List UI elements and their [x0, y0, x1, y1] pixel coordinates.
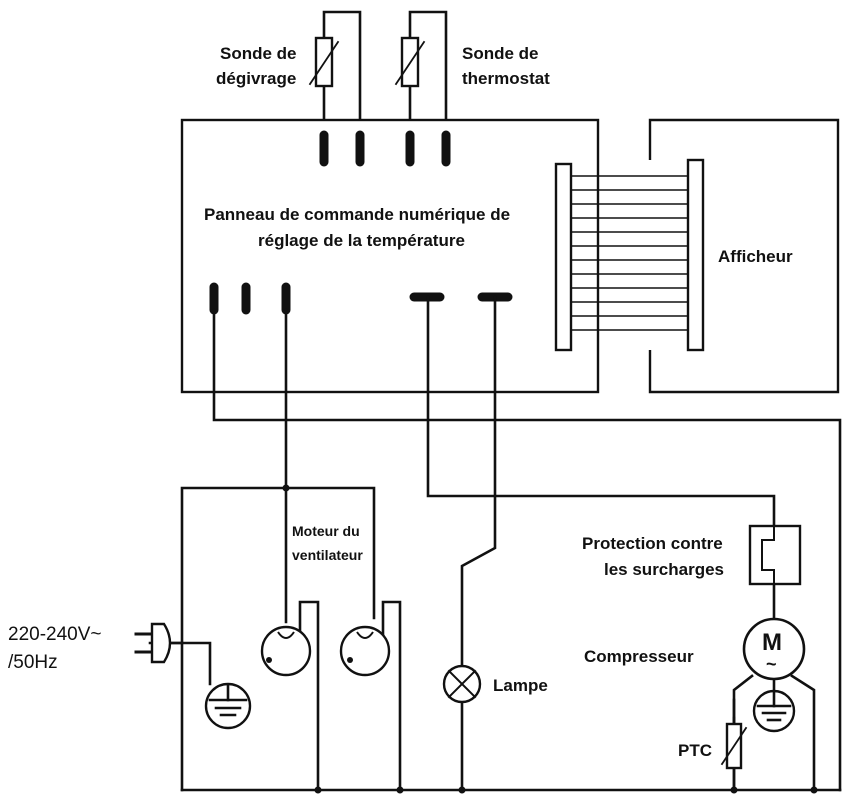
compressor-ground-icon	[752, 689, 796, 733]
thermostat-sensor	[394, 10, 448, 132]
wires	[148, 295, 842, 792]
overload-protection-icon	[748, 524, 802, 586]
compressor-label: Compresseur	[584, 647, 694, 666]
junctions	[282, 484, 818, 794]
fan-motor-label-1: Moteur du	[292, 523, 360, 539]
ribbon-cable	[554, 158, 705, 352]
lamp-label: Lampe	[493, 676, 548, 695]
power-supply-label-2: /50Hz	[8, 652, 58, 673]
power-supply-label-1: 220-240V~	[8, 624, 102, 645]
fan-motor-label-2: ventilateur	[292, 547, 363, 563]
ptc-label: PTC	[678, 741, 712, 760]
display-label: Afficheur	[718, 247, 793, 266]
compressor-motor-icon: M ~	[742, 617, 806, 681]
motor-ac-label: ~	[766, 654, 777, 674]
lamp-icon	[442, 664, 482, 704]
fan-motor-2-icon	[339, 625, 391, 677]
fan-motor-1-icon	[260, 625, 312, 677]
control-panel	[180, 118, 600, 394]
overload-protection-label-2: les surcharges	[604, 560, 724, 579]
thermostat-sensor-label-2: thermostat	[462, 69, 550, 88]
overload-protection-label-1: Protection contre	[582, 534, 723, 553]
display-unit	[648, 118, 840, 394]
control-panel-label-2: réglage de la température	[258, 231, 465, 250]
ptc-icon	[720, 698, 748, 770]
ground-icon	[204, 682, 252, 730]
defrost-sensor	[308, 10, 362, 132]
sensor-connector-pins	[319, 130, 451, 167]
thermostat-sensor-label-1: Sonde de	[462, 44, 539, 63]
control-panel-label-1: Panneau de commande numérique de	[204, 205, 510, 224]
power-plug-icon	[134, 622, 172, 664]
motor-symbol-label: M	[762, 629, 782, 656]
defrost-sensor-label-2: dégivrage	[216, 69, 296, 88]
defrost-sensor-label-1: Sonde de	[220, 44, 297, 63]
